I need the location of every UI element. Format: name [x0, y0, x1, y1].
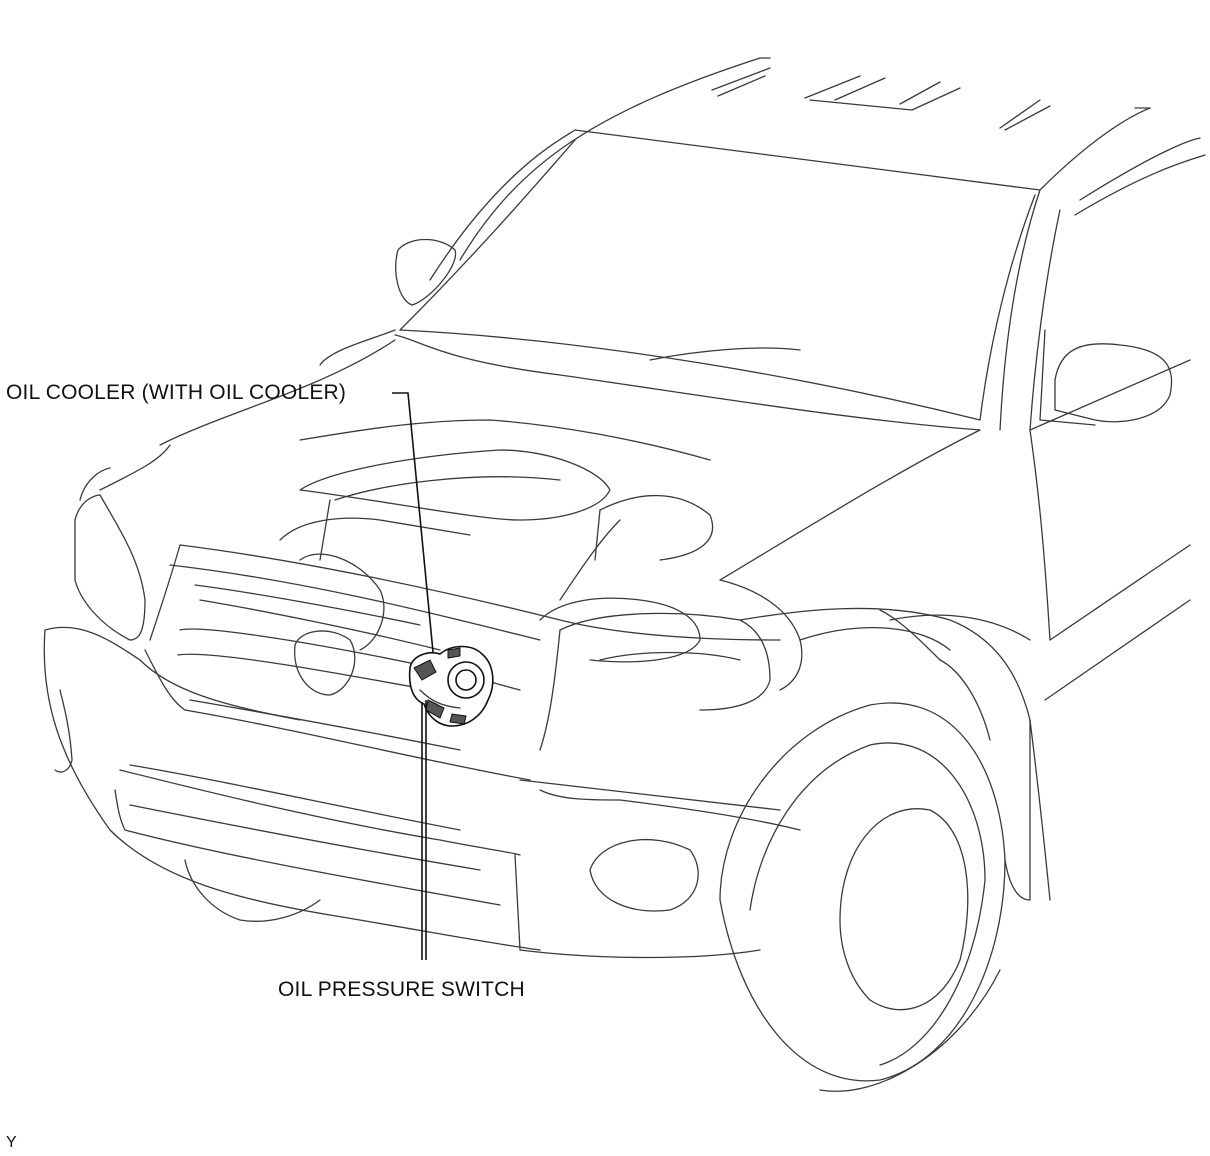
figure-code: Y [6, 1134, 17, 1151]
oil-cooler-leader [392, 392, 434, 653]
truck-body-illustration [43, 57, 1206, 1092]
leader-lines [392, 392, 434, 960]
oil-cooler-label: OIL COOLER (WITH OIL COOLER) [6, 381, 347, 404]
oil-pressure-switch-part [408, 645, 494, 727]
oil-pressure-switch-label: OIL PRESSURE SWITCH [278, 978, 525, 1001]
